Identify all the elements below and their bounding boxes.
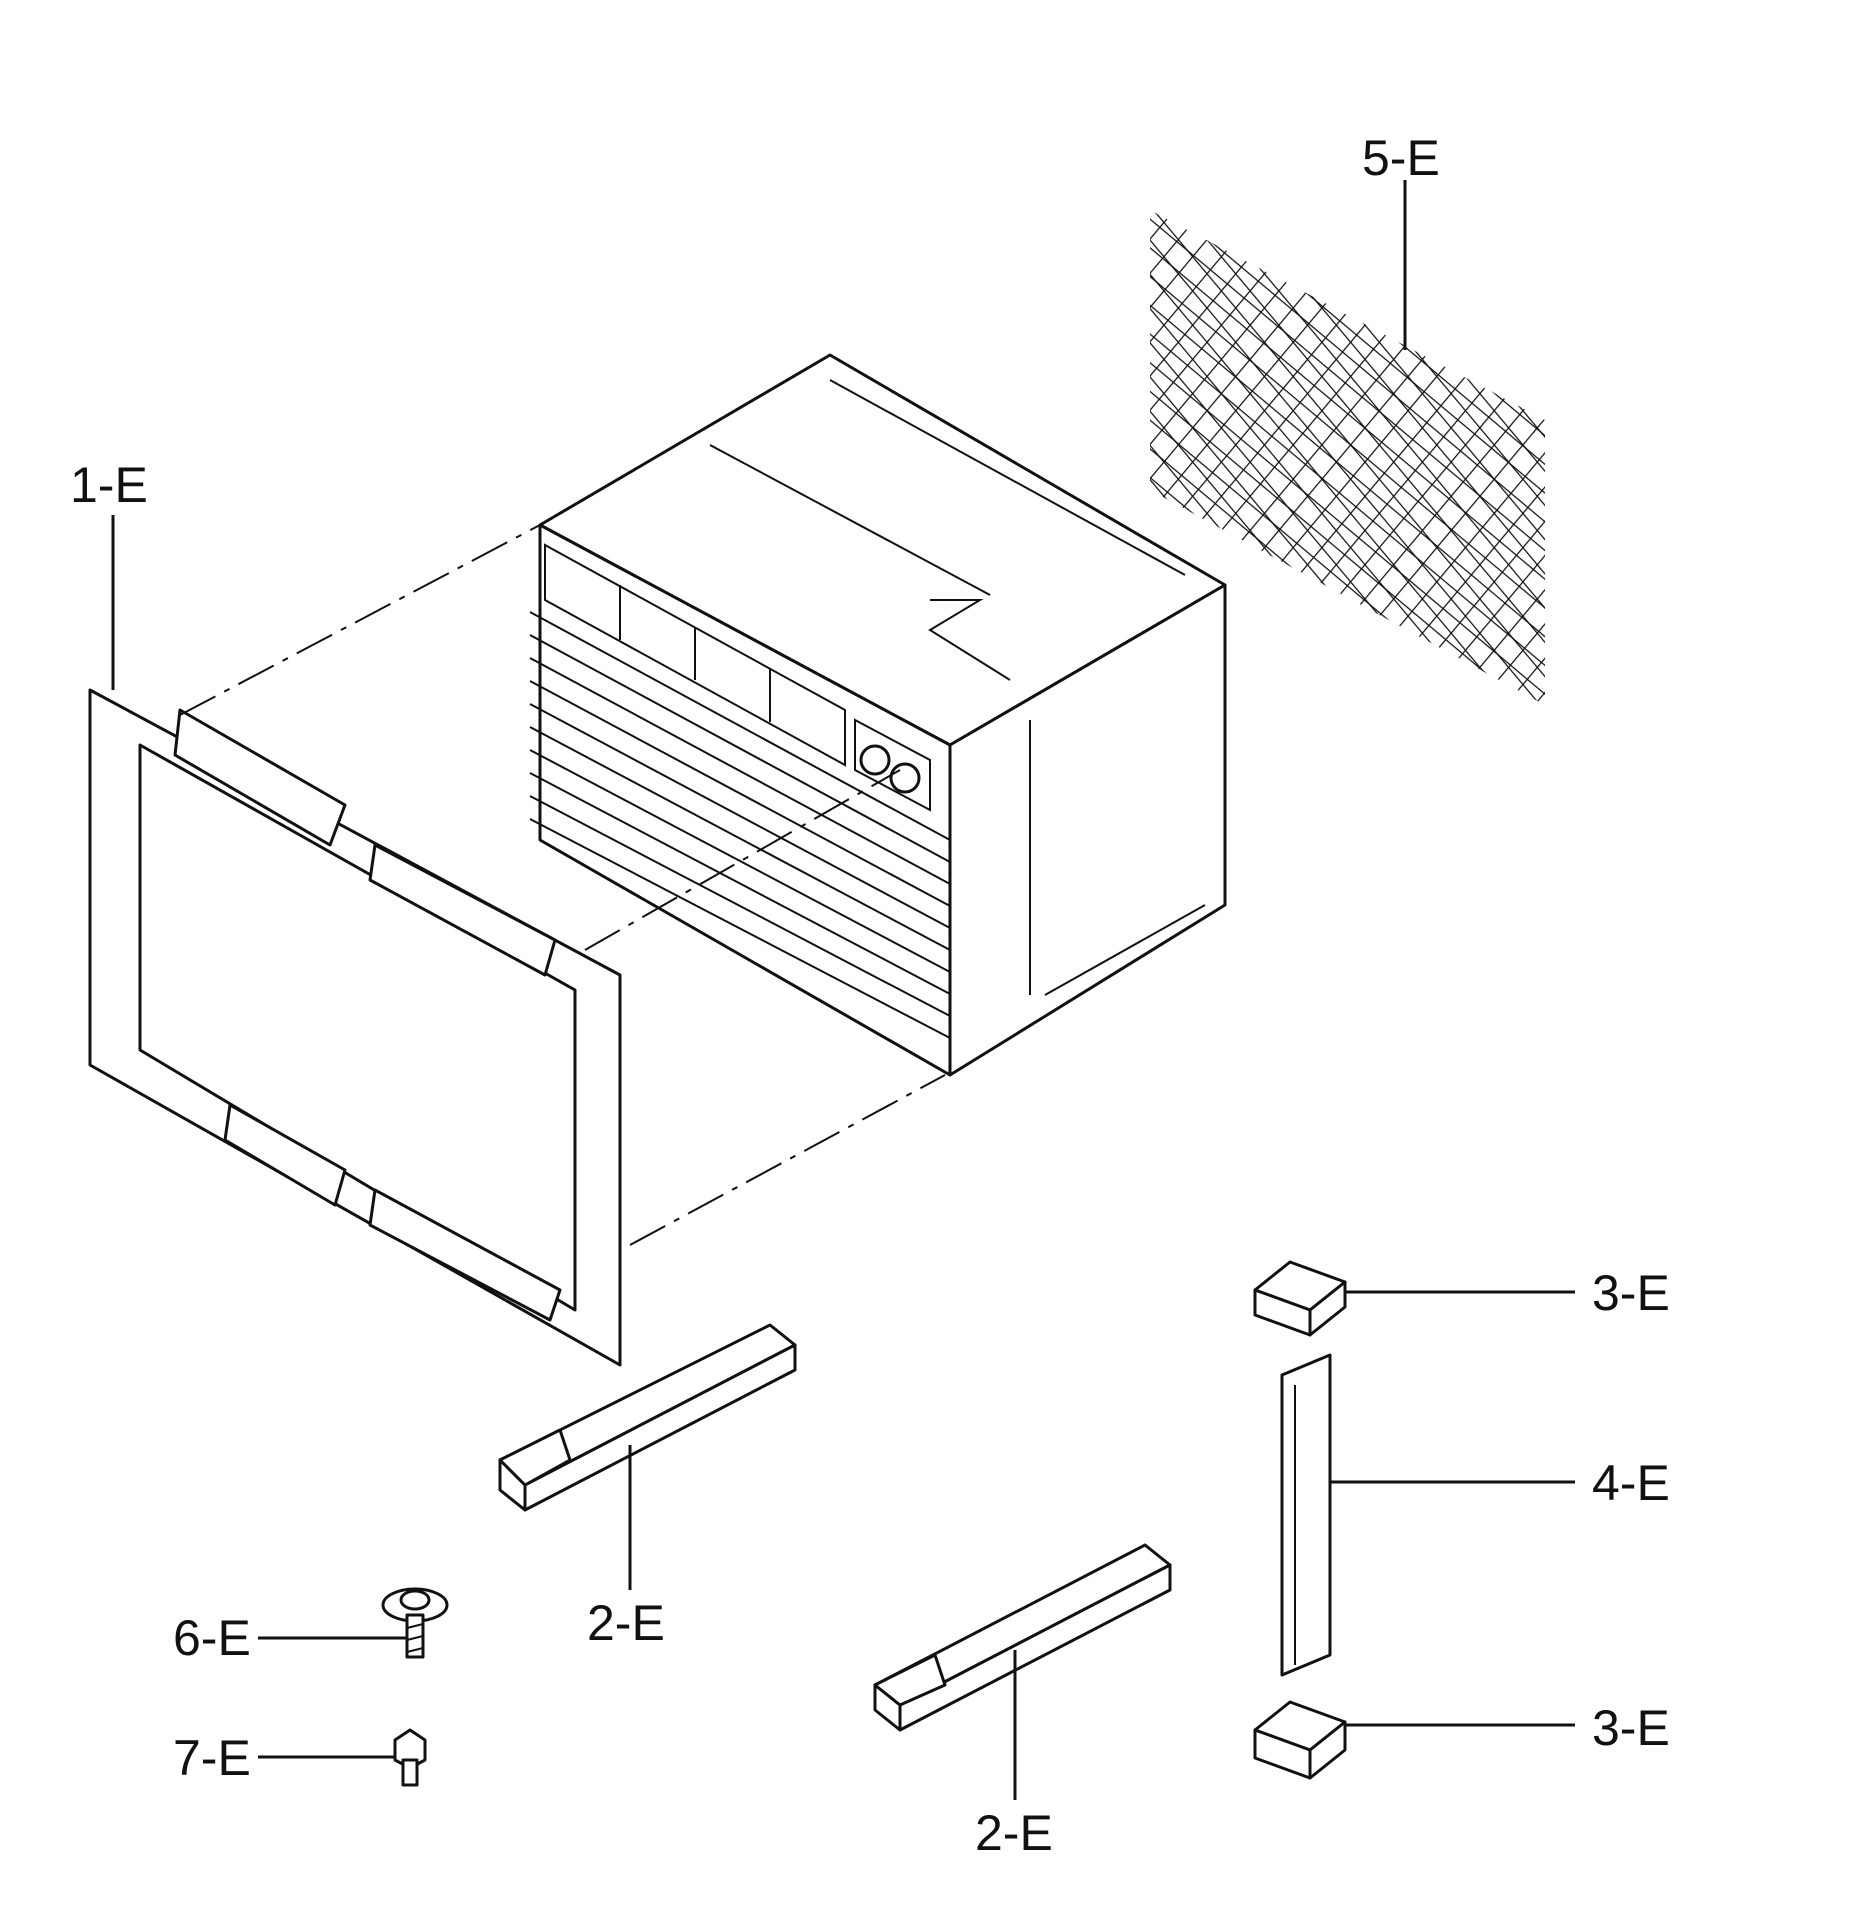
clip-fastener [393, 1728, 427, 1787]
screw [381, 1587, 449, 1659]
projection-lines [179, 524, 946, 1246]
label-part-4: 4-E [1592, 1455, 1670, 1511]
label-part-3-bottom: 3-E [1592, 1700, 1670, 1756]
foam-block-bottom [1253, 1700, 1347, 1780]
mesh-screen [1150, 210, 1545, 705]
label-part-2-lower: 2-E [975, 1805, 1053, 1861]
label-part-5: 5-E [1362, 130, 1440, 186]
front-frame [88, 688, 622, 1367]
label-part-3-top: 3-E [1592, 1265, 1670, 1321]
label-part-2-upper: 2-E [587, 1595, 665, 1651]
foam-block-top [1253, 1260, 1347, 1337]
label-part-6: 6-E [173, 1610, 251, 1666]
side-curtain-upper [498, 1323, 797, 1512]
foam-seal-strip [1280, 1353, 1332, 1677]
side-curtain-lower [873, 1543, 1172, 1732]
front-grille-louvers [529, 543, 951, 1039]
label-part-7: 7-E [173, 1730, 251, 1786]
leader-lines [111, 180, 1575, 1800]
label-part-1: 1-E [70, 457, 148, 513]
air-conditioner-unit [529, 353, 1227, 1077]
